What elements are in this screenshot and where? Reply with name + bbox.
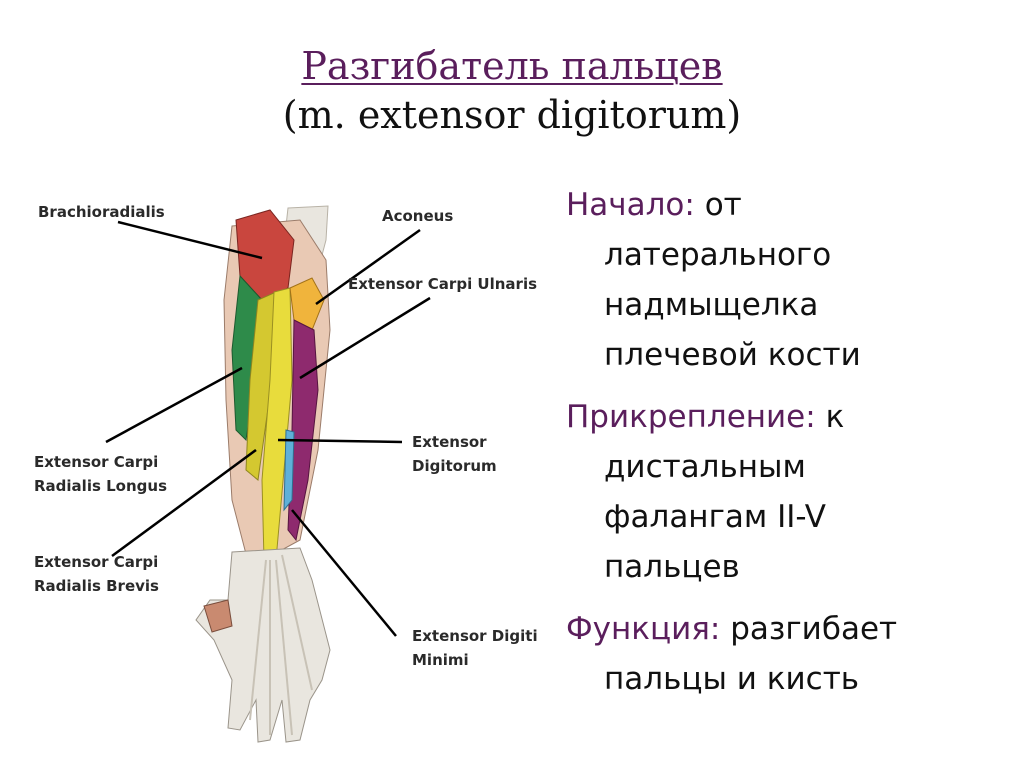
function-block: Функция: разгибает пальцы и кисть bbox=[566, 604, 1016, 704]
insertion-text-3: фалангам II-V bbox=[604, 499, 826, 535]
edm-muscle bbox=[283, 429, 295, 512]
insertion-block: Прикрепление: к дистальным фалангам II-V… bbox=[566, 392, 1016, 592]
origin-block: Начало: от латерального надмыщелка плече… bbox=[566, 180, 1016, 380]
label-extensor-carpi-radialis-longus: Extensor Carpi Radialis Longus bbox=[34, 453, 167, 495]
forearm-drawing bbox=[105, 205, 431, 743]
title-russian: Разгибатель пальцев bbox=[301, 44, 723, 88]
insertion-term: Прикрепление: bbox=[566, 399, 816, 435]
tendons bbox=[249, 554, 313, 736]
label-extensor-digitorum: Extensor Digitorum bbox=[412, 433, 497, 475]
title-latin: (m. extensor digitorum) bbox=[282, 93, 742, 137]
label-extensor-carpi-ulnaris: Extensor Carpi Ulnaris bbox=[348, 275, 538, 293]
function-term: Функция: bbox=[566, 611, 721, 647]
forearm-muscle-illustration: Brachioradialis Aconeus Extensor Carpi U… bbox=[0, 180, 560, 767]
insertion-text-2: дистальным bbox=[604, 449, 806, 485]
origin-text-4: плечевой кости bbox=[604, 337, 861, 373]
hand bbox=[195, 547, 331, 743]
origin-text-3: надмыщелка bbox=[604, 287, 819, 323]
aconeus-muscle bbox=[289, 277, 325, 331]
muscle-description: Начало: от латерального надмыщелка плече… bbox=[566, 180, 1016, 716]
slide-title: Разгибатель пальцев (m. extensor digitor… bbox=[0, 42, 1024, 140]
origin-text-1: от bbox=[704, 187, 742, 223]
leader-lines bbox=[105, 220, 431, 637]
origin-term: Начало: bbox=[566, 187, 695, 223]
origin-text-2: латерального bbox=[604, 237, 832, 273]
label-aconeus: Aconeus bbox=[382, 207, 454, 225]
label-brachioradialis: Brachioradialis bbox=[38, 203, 165, 221]
function-text-1: разгибает bbox=[730, 611, 898, 647]
function-text-2: пальцы и кисть bbox=[604, 661, 860, 697]
insertion-text-4: пальцев bbox=[604, 549, 740, 585]
label-extensor-carpi-radialis-brevis: Extensor Carpi Radialis Brevis bbox=[34, 553, 159, 595]
insertion-text-1: к bbox=[825, 399, 845, 435]
label-extensor-digiti-minimi: Extensor Digiti Minimi bbox=[412, 627, 538, 669]
thumb-muscles bbox=[203, 599, 233, 633]
